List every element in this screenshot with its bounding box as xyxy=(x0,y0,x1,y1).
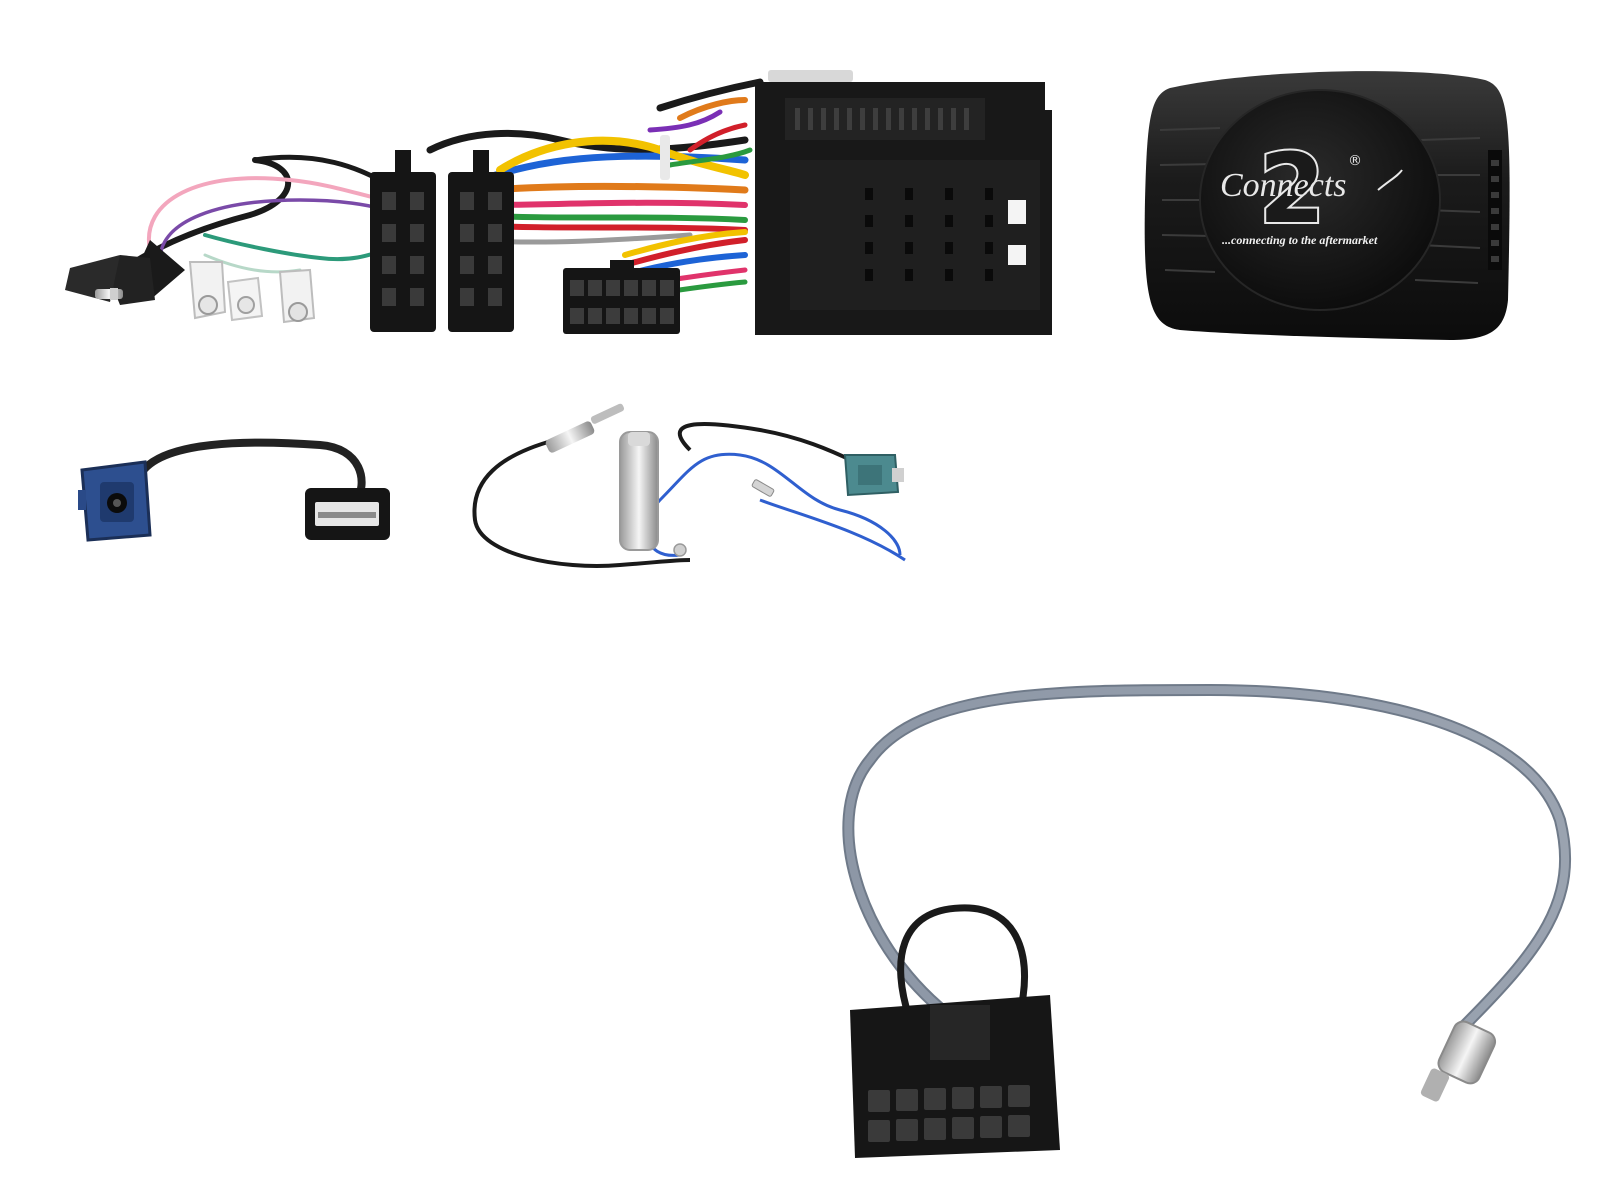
patch-12-pin-plug xyxy=(850,995,1060,1158)
jack-plug xyxy=(65,240,185,305)
interface-module: 2 Connects ® ...connecting to the afterm… xyxy=(1144,71,1510,340)
antenna-adapter xyxy=(472,403,906,568)
fakra-connector xyxy=(843,454,904,497)
iso-connector-right xyxy=(448,150,514,332)
patch-lead xyxy=(842,683,1572,1158)
harness-16-pin-plug xyxy=(563,260,680,334)
quadlock-connector xyxy=(755,82,1052,335)
ground-terminal xyxy=(751,479,775,497)
hsd-connector xyxy=(78,460,152,542)
antenna-amplifier xyxy=(619,431,687,557)
din-socket-tip xyxy=(1420,1020,1497,1102)
cable-tie xyxy=(660,135,670,180)
logo-word: Connects xyxy=(1220,167,1347,204)
usb-adapter-cable xyxy=(78,438,390,542)
iso-connector-left xyxy=(370,150,436,332)
cable-tie xyxy=(768,70,853,82)
din-plug xyxy=(545,403,625,453)
usb-plug xyxy=(305,488,390,540)
logo-number: 2 xyxy=(1259,133,1326,245)
steering-control-harness xyxy=(65,70,1052,335)
connects2-logo: 2 Connects ® ...connecting to the afterm… xyxy=(1220,131,1403,247)
spade-terminals xyxy=(188,261,316,324)
harness-wires xyxy=(127,78,764,298)
logo-registered-mark: ® xyxy=(1348,153,1362,169)
logo-tagline: ...connecting to the aftermarket xyxy=(1222,233,1378,247)
